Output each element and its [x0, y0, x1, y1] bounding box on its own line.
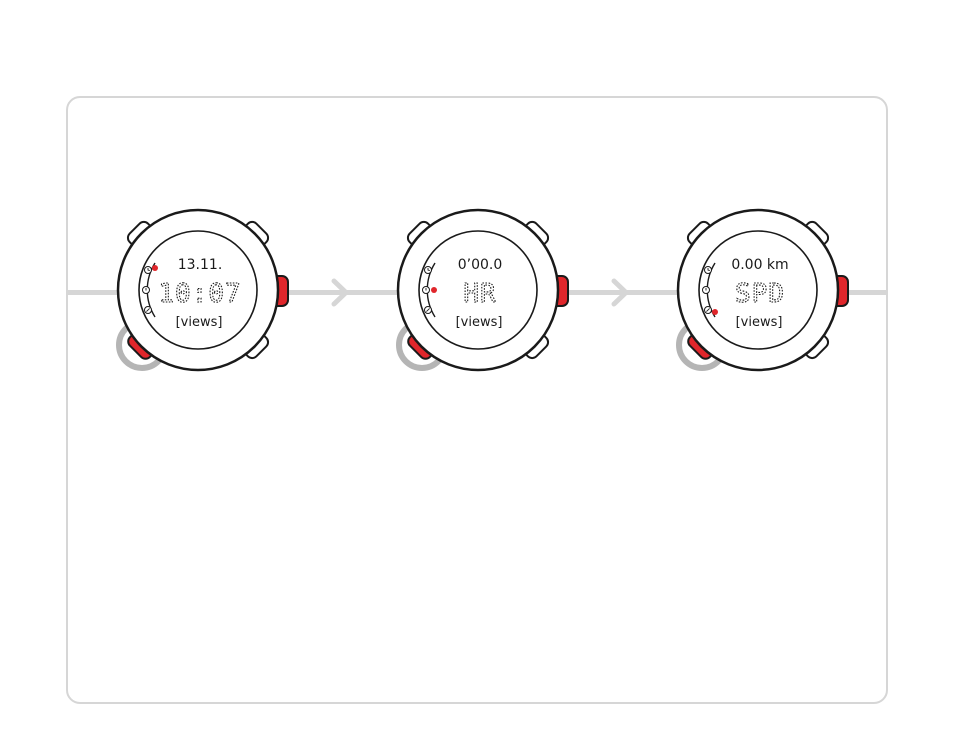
stopwatch-icon: [423, 287, 430, 294]
display-top-line: 13.11.: [178, 257, 223, 273]
display-bottom-line: [views]: [176, 315, 223, 330]
stopwatch-icon: [143, 287, 150, 294]
watch-view-3: 0.00 km SPD [views]: [678, 210, 848, 370]
compass-icon: [425, 307, 432, 314]
clock-icon: [705, 267, 712, 274]
display-main-line: SPD: [735, 279, 785, 309]
active-view-indicator: [152, 265, 158, 271]
watch-view-2: 0’00.0 HR [views]: [398, 210, 568, 370]
compass-icon: [705, 307, 712, 314]
display-main-line: HR: [463, 279, 496, 309]
active-view-indicator: [431, 287, 437, 293]
clock-icon: [145, 267, 152, 274]
display-bottom-line: [views]: [736, 315, 783, 330]
active-view-indicator: [712, 309, 718, 315]
display-top-line: 0’00.0: [458, 257, 503, 273]
display-main-line: 10:07: [158, 279, 241, 309]
display-bottom-line: [views]: [456, 315, 503, 330]
display-top-line: 0.00 km: [731, 257, 788, 273]
stopwatch-icon: [703, 287, 710, 294]
watch-view-1: 13.11. 10:07 [views]: [118, 210, 288, 370]
compass-icon: [145, 307, 152, 314]
clock-icon: [425, 267, 432, 274]
